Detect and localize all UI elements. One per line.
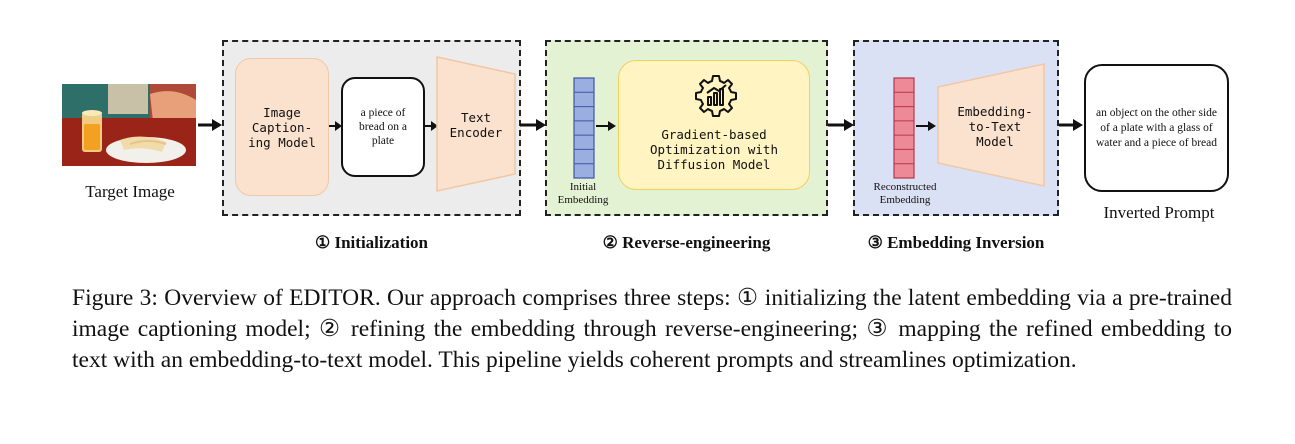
figure-caption: Figure 3: Overview of EDITOR. Our approa… bbox=[72, 285, 1232, 373]
inverted-prompt-bubble: an object on the other side of a plate w… bbox=[1084, 64, 1229, 192]
embedding-to-text-label: Embedding- to-Text Model bbox=[957, 104, 1033, 149]
initial-embedding-label: Initial Embedding bbox=[557, 181, 609, 206]
arrow-stage1-to-stage2 bbox=[520, 119, 546, 131]
target-image bbox=[62, 84, 196, 166]
captioning-model-label: Image Caption- ing Model bbox=[248, 104, 316, 150]
initial-embedding-vector bbox=[573, 77, 595, 179]
arrow-embedding-to-optimization bbox=[596, 121, 616, 131]
arrow-text-to-encoder bbox=[425, 121, 438, 131]
optimization-label: Gradient-based Optimization with Diffusi… bbox=[650, 127, 778, 172]
text-encoder-shape bbox=[436, 56, 516, 192]
stage3-title: ③ Embedding Inversion bbox=[867, 233, 1045, 252]
overview-diagram: Target Image Image Caption- ing Model a … bbox=[62, 40, 1229, 252]
reconstructed-embedding-vector bbox=[893, 77, 915, 179]
gradient-optimization-box: Gradient-based Optimization with Diffusi… bbox=[618, 60, 810, 190]
reconstructed-embedding-label: Reconstructed Embedding bbox=[873, 181, 937, 206]
arrow-image-to-stage1 bbox=[198, 119, 222, 131]
inverted-prompt-text: an object on the other side of a plate w… bbox=[1095, 106, 1218, 149]
stage2-title: ② Reverse-engineering bbox=[602, 233, 771, 252]
text-encoder-label: Text Encoder bbox=[449, 110, 503, 140]
embedding-to-text-shape bbox=[937, 63, 1045, 187]
caption-text-bubble: a piece of bread on a plate bbox=[341, 77, 425, 177]
inverted-prompt-label: Inverted Prompt bbox=[1103, 203, 1215, 222]
image-captioning-model: Image Caption- ing Model bbox=[235, 58, 329, 196]
arrow-caption-to-text bbox=[329, 121, 342, 131]
arrow-stage3-to-output bbox=[1059, 119, 1083, 131]
gear-chart-icon bbox=[695, 75, 737, 117]
target-image-label: Target Image bbox=[85, 182, 175, 201]
arrow-stage2-to-stage3 bbox=[828, 119, 854, 131]
caption-text: a piece of bread on a plate bbox=[359, 107, 407, 147]
arrow-embedding-to-model bbox=[916, 121, 936, 131]
stage1-title: ① Initialization bbox=[315, 233, 428, 252]
